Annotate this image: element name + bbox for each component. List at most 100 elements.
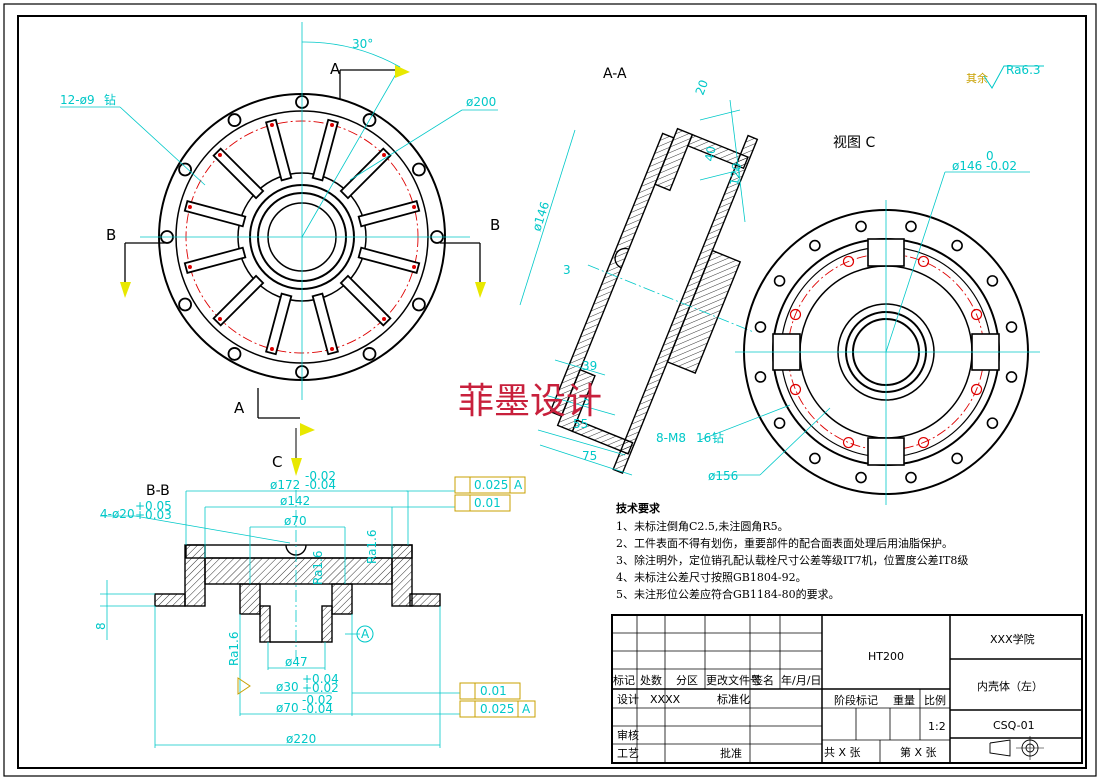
tb-drawing-no: CSQ-01	[993, 719, 1035, 732]
bolt-hole	[412, 297, 426, 312]
bolt-hole	[809, 239, 821, 252]
tol1-value: 0.025	[474, 478, 508, 492]
thread-hole	[789, 383, 802, 396]
tech-req-item: 3、除注明外，定位销孔配认载栓尺寸公差等级IT7机，位置度公差IT8级	[616, 553, 968, 567]
pcd-200-label: ø200	[466, 95, 496, 109]
dim-120: 120	[727, 162, 744, 187]
dim-holes4-tol-lower: +0.03	[135, 508, 172, 522]
dim-55: 55	[573, 417, 588, 431]
tb-scale: 1:2	[928, 720, 946, 733]
dim-d70-top: ø70	[284, 514, 307, 528]
title-block	[611, 614, 1083, 764]
holes-label-suffix: 钻	[104, 92, 116, 107]
bolt-hole	[773, 417, 786, 429]
top-view	[60, 22, 498, 476]
tb-sheets: 共 X 张	[824, 746, 861, 759]
section-b-marker-left: B	[106, 226, 116, 244]
roughness-ra-left: Ra1.6	[227, 631, 241, 666]
rib	[212, 147, 265, 200]
tol1-datum: A	[514, 478, 523, 492]
rib	[212, 274, 265, 327]
dim-146: ø146	[530, 200, 553, 233]
pcd-156-label: ø156	[708, 469, 738, 483]
bolt-hole	[951, 452, 963, 465]
pcd-mark	[412, 204, 417, 209]
bolt-hole	[905, 220, 917, 233]
roughness-triangle-left	[237, 677, 251, 695]
bolt-hole	[362, 347, 377, 361]
bolt-hole	[855, 471, 867, 484]
tb-standardize: 标准化	[717, 692, 750, 706]
rib	[265, 292, 293, 356]
bolt-hole	[754, 371, 767, 383]
tb-designer: XXXX	[650, 693, 681, 706]
dim-holes4-tol-upper: +0.05	[135, 499, 172, 513]
dim-d70-bottom: ø70	[276, 701, 299, 715]
section-a-marker-bottom: A	[234, 399, 245, 417]
tolerance-frames	[454, 476, 536, 718]
rib	[311, 292, 339, 356]
bolt-hole	[1005, 371, 1018, 383]
section-aa-view	[549, 127, 759, 475]
thread-hole	[842, 255, 855, 268]
section-b-marker-right: B	[490, 216, 500, 234]
dim-od142: ø142	[280, 494, 310, 508]
tol4-datum: A	[522, 702, 531, 716]
view-c-bore-tol-lower: -0.02	[986, 159, 1017, 173]
pcd-mark	[187, 204, 192, 209]
tol2-value: 0.01	[474, 496, 501, 510]
view-c-marker: C	[272, 453, 282, 471]
roughness-rest-value: Ra6.3	[1006, 63, 1041, 77]
tech-req-item: 2、工件表面不得有划伤，重要部件的配合面表面处理后用油脂保护。	[616, 536, 953, 550]
tb-part-name: 内壳体（左）	[977, 679, 1043, 693]
tb-material: HT200	[868, 650, 904, 663]
dim-d70-bottom-tol-lower: -0.04	[302, 702, 333, 716]
pcd-mark	[269, 122, 274, 127]
dim-d47: ø47	[285, 655, 308, 669]
bolt-hole	[855, 220, 867, 233]
bolt-hole	[754, 321, 767, 333]
title-block-header-cell: 标记	[613, 673, 635, 687]
rib	[339, 147, 392, 200]
dim-d70-bottom-tol-upper: -0.02	[302, 693, 333, 707]
datum-a-label: A	[361, 627, 370, 641]
bolt-hole	[178, 297, 192, 312]
view-c-bore-tol-upper: 0	[986, 149, 994, 163]
thread-label: 8-M8	[656, 431, 686, 445]
bolt-hole	[986, 275, 999, 287]
pcd-mark	[330, 347, 335, 352]
section-aa-title: A-A	[603, 66, 627, 82]
section-bb-title: B-B	[146, 483, 170, 499]
rib	[339, 274, 392, 327]
view-c	[699, 171, 1040, 505]
dim-3: 3	[563, 263, 571, 277]
dim-d220: ø220	[286, 732, 316, 746]
tb-weight: 重量	[893, 693, 915, 707]
thread-hole	[917, 436, 930, 449]
dim-75: 75	[582, 449, 597, 463]
outer-border	[3, 3, 1097, 777]
tech-req-item: 1、未标注倒角C2.5,未注圆角R5。	[616, 519, 789, 533]
bolt-hole	[412, 162, 426, 177]
dim-d30-tol-lower: +0.02	[302, 681, 339, 695]
pcd-mark	[269, 347, 274, 352]
rib	[311, 118, 339, 182]
roughness-rest-label: 其余	[966, 71, 988, 85]
bolt-hole	[1005, 321, 1018, 333]
dim-5: 5	[583, 394, 591, 408]
pcd-mark	[217, 152, 222, 157]
tb-process: 工艺	[617, 747, 639, 760]
title-block-header-cell: 更改文件号	[706, 673, 761, 687]
pcd-mark	[217, 317, 222, 322]
title-block-headers: 标记处数分区更改文件号签名年/月/日	[613, 673, 821, 687]
title-block-header-cell: 处数	[640, 674, 662, 687]
rib	[183, 200, 247, 228]
inner-border	[17, 15, 1087, 769]
tb-sheet-no: 第 X 张	[900, 745, 937, 759]
bolt-hole	[951, 239, 963, 252]
bolt-hole	[773, 275, 786, 287]
tol4-value: 0.025	[480, 702, 514, 716]
tb-school: XXX学院	[990, 632, 1035, 646]
tb-review: 审核	[617, 728, 639, 742]
